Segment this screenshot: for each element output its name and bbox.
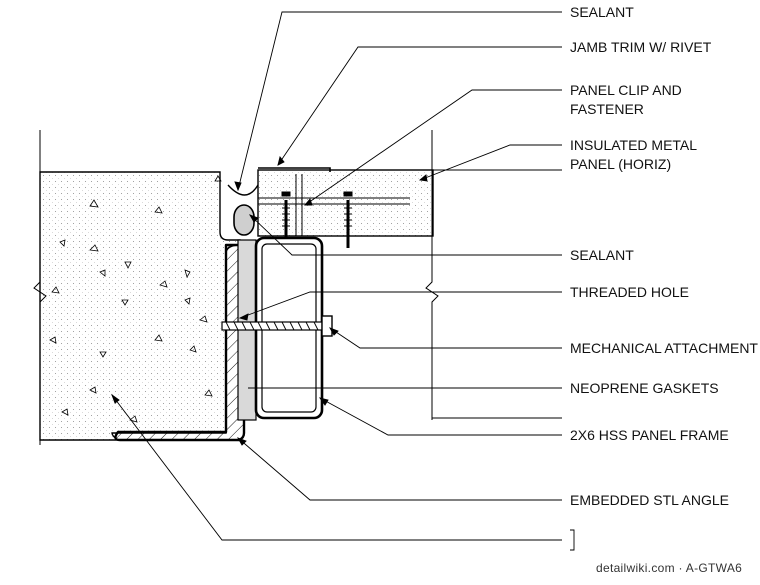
watermark: detailwiki.com · A-GTWA6 [596,561,742,575]
label-jamb-trim: JAMB TRIM W/ RIVET [570,39,712,55]
label-panel-clip-line2: FASTENER [570,101,644,117]
backer-rod-sealant [227,184,259,236]
leader-lines [111,11,575,551]
embedded-steel-angle [114,243,246,442]
label-panel-clip-line1: PANEL CLIP AND [570,82,682,98]
label-sealant-mid: SEALANT [570,247,634,263]
label-mechanical-attachment: MECHANICAL ATTACHMENT [570,340,758,356]
label-insulated-panel-line1: INSULATED METAL [570,137,697,153]
label-sealant-top: SEALANT [570,4,634,20]
label-embedded-angle: EMBEDDED STL ANGLE [570,492,729,508]
label-neoprene-gaskets: NEOPRENE GASKETS [570,380,719,396]
callout-labels: SEALANT JAMB TRIM W/ RIVET PANEL CLIP AN… [570,4,758,508]
concrete-wall [33,130,241,445]
label-insulated-panel-line2: PANEL (HORIZ) [570,156,671,172]
mechanical-attachment-bolt [221,315,333,337]
label-hss-panel-frame: 2X6 HSS PANEL FRAME [570,427,729,443]
aggregate-marks [49,175,222,423]
label-threaded-hole: THREADED HOLE [570,284,689,300]
